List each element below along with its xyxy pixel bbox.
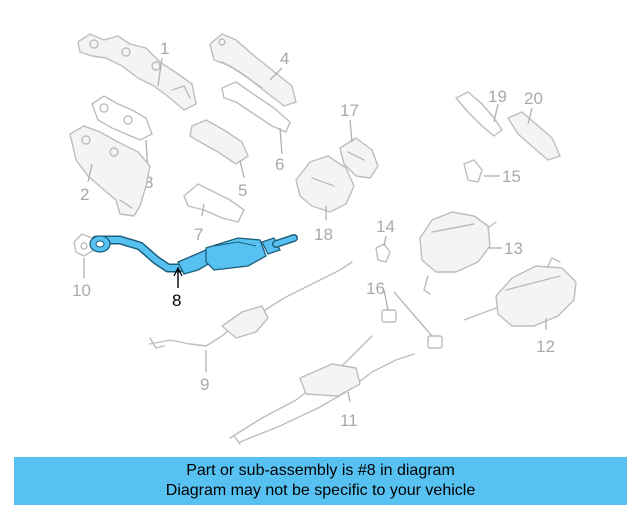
callout-line-11	[347, 391, 351, 403]
callout-19: 19	[488, 87, 507, 106]
callout-line-7	[201, 203, 205, 217]
part-2-exhaust-manifold[interactable]	[69, 125, 151, 217]
callout-6: 6	[275, 155, 284, 174]
callout-line-16b	[393, 291, 433, 337]
part-13-muffler[interactable]	[419, 211, 497, 295]
callout-14: 14	[376, 217, 395, 236]
callout-5: 5	[238, 181, 247, 200]
part-15-hanger[interactable]	[463, 159, 483, 183]
callout-4: 4	[280, 49, 289, 68]
callout-line-19	[493, 103, 499, 123]
part-18-heat-shield[interactable]	[295, 155, 355, 213]
callout-13: 13	[504, 239, 523, 258]
banner-line-1: Part or sub-assembly is #8 in diagram	[186, 462, 455, 479]
exhaust-system-diagram: 1 4 3 2 6 5 7 17	[69, 33, 577, 445]
callout-3: 3	[144, 173, 153, 192]
part-3-gasket[interactable]	[91, 95, 153, 141]
info-banner: Part or sub-assembly is #8 in diagram Di…	[14, 457, 627, 505]
callout-line-14	[383, 235, 387, 247]
part-16-clamps[interactable]	[381, 309, 443, 349]
part-4-heat-shield[interactable]	[209, 33, 297, 107]
part-7-bracket[interactable]	[183, 183, 245, 223]
callout-11: 11	[340, 411, 358, 430]
part-6-heat-shield[interactable]	[221, 81, 291, 133]
callout-2: 2	[80, 185, 89, 204]
part-12-rear-muffler[interactable]	[463, 257, 577, 327]
part-17-heat-shield[interactable]	[339, 137, 379, 179]
callout-line-5	[239, 159, 245, 179]
callout-line-1	[157, 57, 163, 87]
callout-7: 7	[194, 225, 203, 244]
callout-line-6	[279, 127, 283, 155]
callout-17: 17	[340, 101, 359, 120]
callout-18: 18	[314, 225, 333, 244]
part-9-front-pipe[interactable]	[149, 261, 353, 349]
callout-line-16a	[383, 289, 389, 311]
part-14-clamp[interactable]	[375, 243, 391, 263]
callout-1: 1	[160, 39, 169, 58]
part-20-bracket[interactable]	[507, 111, 561, 161]
callout-16: 16	[366, 279, 385, 298]
part-1-exhaust-manifold[interactable]	[77, 33, 197, 111]
part-19-bracket[interactable]	[455, 91, 503, 137]
part-5-heat-shield[interactable]	[189, 119, 249, 165]
callout-9: 9	[200, 375, 209, 394]
part-8-catalytic-converter-pipe[interactable]	[89, 234, 298, 275]
callout-10: 10	[72, 281, 91, 300]
callout-line-2	[87, 163, 93, 183]
callout-line-17	[349, 119, 353, 143]
callout-arrow-8	[173, 266, 183, 277]
callout-15: 15	[502, 167, 521, 186]
callout-8: 8	[172, 291, 181, 310]
callout-line-20	[527, 107, 533, 125]
callout-line-4	[269, 67, 283, 81]
part-11-y-pipe[interactable]	[229, 335, 415, 445]
callout-12: 12	[536, 337, 555, 356]
banner-line-2: Diagram may not be specific to your vehi…	[165, 482, 476, 499]
callout-20: 20	[524, 89, 543, 108]
